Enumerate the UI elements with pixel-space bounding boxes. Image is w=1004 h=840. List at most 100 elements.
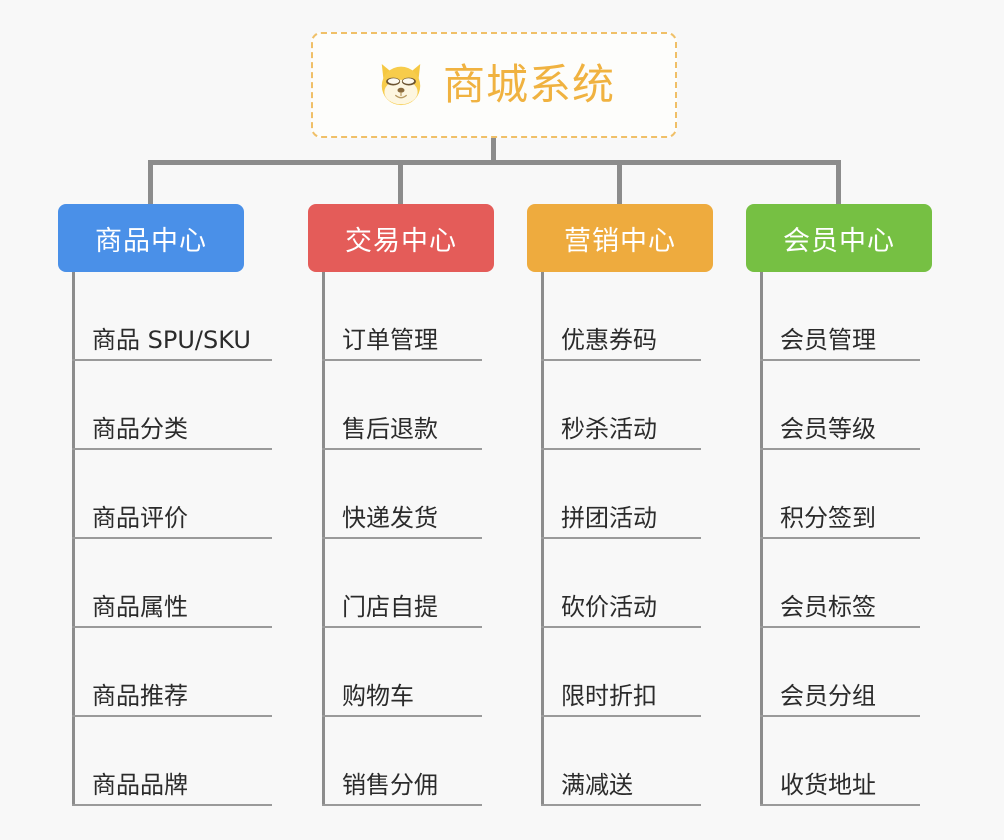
- leaf-label: 会员等级: [780, 415, 876, 444]
- list-item[interactable]: 拼团活动: [527, 450, 713, 539]
- branch-header-label: 会员中心: [783, 225, 895, 257]
- leaf-underline: [322, 804, 482, 806]
- branch-body: 订单管理 售后退款 快递发货 门店自提 购物车 销售分佣: [308, 272, 494, 806]
- branch-header-product-center[interactable]: 商品中心: [58, 204, 244, 272]
- leaf-label: 销售分佣: [342, 771, 438, 800]
- leaf-underline: [72, 715, 272, 717]
- list-item[interactable]: 商品推荐: [58, 628, 290, 717]
- leaf-underline: [760, 804, 920, 806]
- branch-body: 会员管理 会员等级 积分签到 会员标签 会员分组 收货地址: [746, 272, 932, 806]
- leaf-label: 商品属性: [92, 593, 188, 622]
- list-item[interactable]: 销售分佣: [308, 717, 494, 806]
- list-item[interactable]: 会员标签: [746, 539, 932, 628]
- list-item[interactable]: 商品属性: [58, 539, 290, 628]
- list-item[interactable]: 会员分组: [746, 628, 932, 717]
- leaf-label: 积分签到: [780, 504, 876, 533]
- connector-drop-2: [617, 160, 622, 206]
- leaf-label: 快递发货: [342, 504, 438, 533]
- list-item[interactable]: 售后退款: [308, 361, 494, 450]
- list-item[interactable]: 砍价活动: [527, 539, 713, 628]
- root-title: 商城系统: [442, 60, 615, 109]
- leaf-underline: [541, 626, 701, 628]
- branch-header-trade-center[interactable]: 交易中心: [308, 204, 494, 272]
- leaf-underline: [760, 537, 920, 539]
- branch-trunk: [322, 272, 325, 806]
- shiba-dog-face-icon: [381, 64, 421, 106]
- list-item[interactable]: 满减送: [527, 717, 713, 806]
- branch-header-member-center[interactable]: 会员中心: [746, 204, 932, 272]
- leaf-underline: [760, 448, 920, 450]
- leaf-underline: [72, 448, 272, 450]
- list-item[interactable]: 订单管理: [308, 272, 494, 361]
- leaf-underline: [72, 626, 272, 628]
- list-item[interactable]: 门店自提: [308, 539, 494, 628]
- branch-body: 商品 SPU/SKU 商品分类 商品评价 商品属性 商品推荐 商品品牌: [58, 272, 290, 806]
- leaf-label: 商品评价: [92, 504, 188, 533]
- leaf-label: 砍价活动: [561, 593, 657, 622]
- leaf-label: 门店自提: [342, 593, 438, 622]
- leaf-label: 满减送: [561, 771, 633, 800]
- list-item[interactable]: 商品品牌: [58, 717, 290, 806]
- connector-drop-3: [836, 160, 841, 206]
- leaf-label: 秒杀活动: [561, 415, 657, 444]
- leaf-label: 会员标签: [780, 593, 876, 622]
- leaf-label: 会员管理: [780, 326, 876, 355]
- leaf-underline: [72, 804, 272, 806]
- leaf-underline: [541, 537, 701, 539]
- list-item[interactable]: 优惠券码: [527, 272, 713, 361]
- list-item[interactable]: 会员管理: [746, 272, 932, 361]
- branch-body: 优惠券码 秒杀活动 拼团活动 砍价活动 限时折扣 满减送: [527, 272, 713, 806]
- list-item[interactable]: 购物车: [308, 628, 494, 717]
- connector-horizontal-bar: [148, 160, 838, 165]
- leaf-label: 商品分类: [92, 415, 188, 444]
- connector-drop-0: [148, 160, 153, 206]
- branch-header-label: 营销中心: [564, 225, 676, 257]
- list-item[interactable]: 限时折扣: [527, 628, 713, 717]
- list-item[interactable]: 秒杀活动: [527, 361, 713, 450]
- leaf-underline: [322, 626, 482, 628]
- leaf-label: 订单管理: [342, 326, 438, 355]
- leaf-label: 会员分组: [780, 682, 876, 711]
- leaf-label: 商品 SPU/SKU: [92, 326, 251, 355]
- branch-trunk: [72, 272, 75, 806]
- leaf-label: 拼团活动: [561, 504, 657, 533]
- leaf-underline: [760, 626, 920, 628]
- list-item[interactable]: 收货地址: [746, 717, 932, 806]
- leaf-label: 购物车: [342, 682, 414, 711]
- leaf-label: 限时折扣: [561, 682, 657, 711]
- leaf-label: 商品品牌: [92, 771, 188, 800]
- leaf-label: 商品推荐: [92, 682, 188, 711]
- leaf-label: 收货地址: [780, 771, 876, 800]
- leaf-underline: [322, 715, 482, 717]
- root-node[interactable]: 商城系统: [311, 32, 677, 138]
- branch-column-member-center: 会员中心 会员管理 会员等级 积分签到 会员标签 会员分组: [746, 204, 932, 806]
- leaf-underline: [760, 359, 920, 361]
- list-item[interactable]: 快递发货: [308, 450, 494, 539]
- branch-trunk: [760, 272, 763, 806]
- leaf-underline: [322, 359, 482, 361]
- leaf-underline: [322, 537, 482, 539]
- leaf-underline: [322, 448, 482, 450]
- branch-column-trade-center: 交易中心 订单管理 售后退款 快递发货 门店自提 购物车: [308, 204, 494, 806]
- branch-header-marketing-center[interactable]: 营销中心: [527, 204, 713, 272]
- leaf-underline: [72, 537, 272, 539]
- leaf-underline: [541, 448, 701, 450]
- branch-header-label: 商品中心: [95, 225, 207, 257]
- branch-column-product-center: 商品中心 商品 SPU/SKU 商品分类 商品评价 商品属性 商品推荐: [58, 204, 290, 806]
- branch-header-label: 交易中心: [345, 225, 457, 257]
- list-item[interactable]: 商品分类: [58, 361, 290, 450]
- leaf-underline: [760, 715, 920, 717]
- list-item[interactable]: 积分签到: [746, 450, 932, 539]
- list-item[interactable]: 商品评价: [58, 450, 290, 539]
- list-item[interactable]: 商品 SPU/SKU: [58, 272, 290, 361]
- branch-column-marketing-center: 营销中心 优惠券码 秒杀活动 拼团活动 砍价活动 限时折扣: [527, 204, 713, 806]
- connector-drop-1: [398, 160, 403, 206]
- leaf-label: 优惠券码: [561, 326, 657, 355]
- connector-root-stem: [491, 138, 496, 164]
- leaf-label: 售后退款: [342, 415, 438, 444]
- leaf-underline: [541, 715, 701, 717]
- leaf-underline: [72, 359, 272, 361]
- branch-trunk: [541, 272, 544, 806]
- list-item[interactable]: 会员等级: [746, 361, 932, 450]
